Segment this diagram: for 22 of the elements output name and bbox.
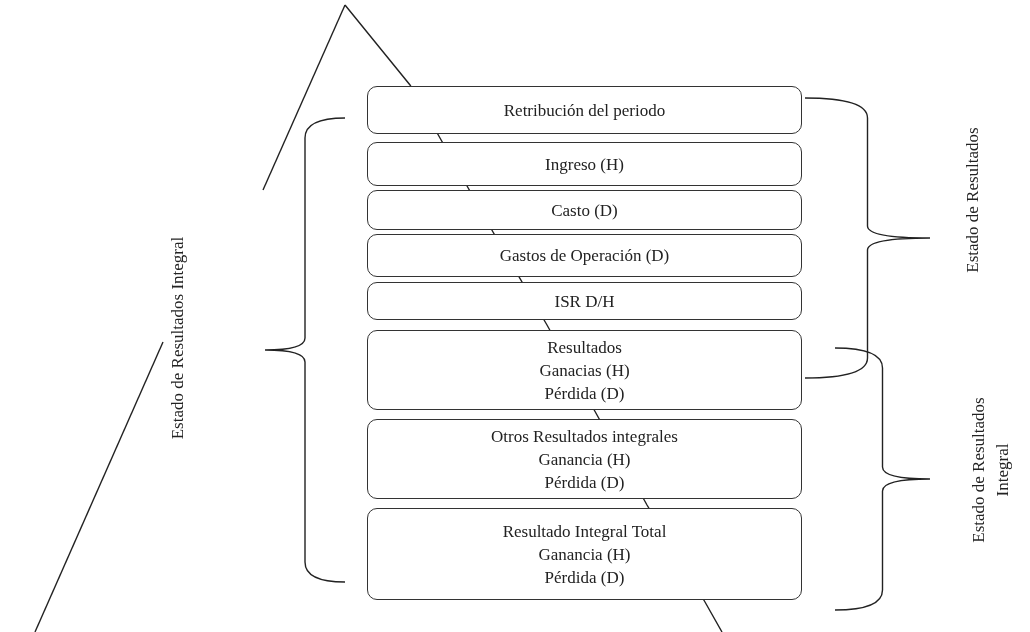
account-box	[367, 508, 802, 600]
box-text: Pérdida (D)	[544, 382, 625, 405]
box-text: Pérdida (D)	[544, 471, 625, 494]
box-text: Ganacias (H)	[539, 359, 630, 382]
box-text: Retribución del periodo	[503, 99, 666, 122]
box-text: Ganancia (H)	[538, 543, 631, 566]
box-text: Pérdida (D)	[544, 566, 625, 589]
box-heading: Resultados	[547, 336, 622, 359]
box-heading: Otros Resultados integrales	[491, 425, 678, 448]
account-box	[367, 282, 802, 320]
box-text: Gastos de Operación (D)	[499, 245, 670, 267]
box-text: ISR D/H	[554, 290, 615, 313]
box-heading: Resultado Integral Total	[502, 520, 667, 543]
account-box	[367, 190, 802, 230]
account-box	[367, 142, 802, 186]
box-text: Casto (D)	[551, 199, 618, 222]
account-box	[367, 234, 802, 277]
account-box	[367, 419, 802, 499]
box-text: Ganancia (H)	[538, 448, 631, 471]
box-text: Ingreso (H)	[545, 153, 624, 176]
account-box	[367, 86, 802, 134]
account-box	[367, 330, 802, 410]
